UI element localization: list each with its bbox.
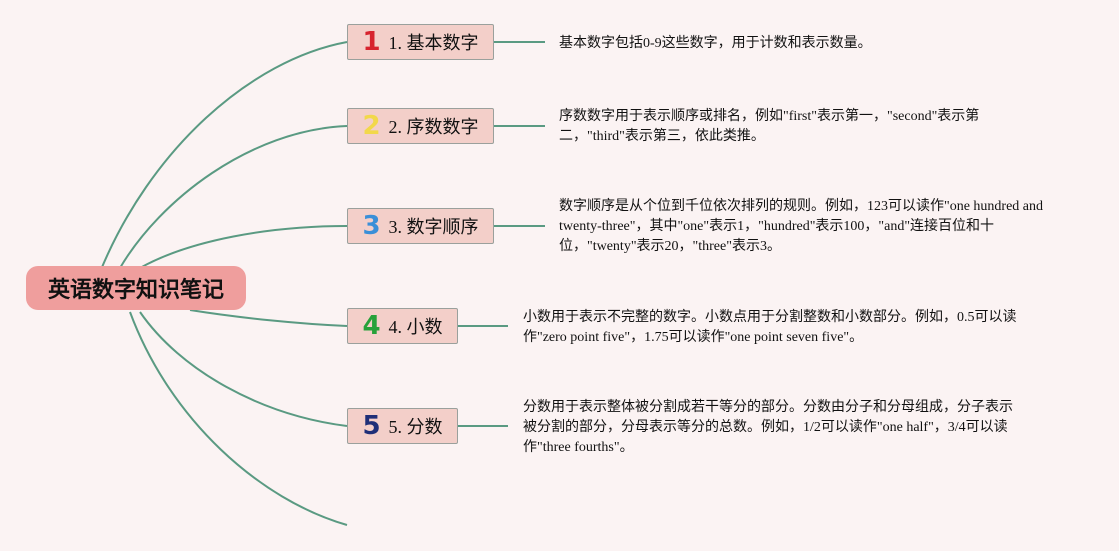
note-number-order: 数字顺序是从个位到千位依次排列的规则。例如，123可以读作"one hundre…	[559, 199, 1044, 254]
branch-line-5	[139, 311, 348, 427]
note-fractions: 分数用于表示整体被分割成若干等分的部分。分数由分子和分母组成，分子表示被分割的部…	[523, 400, 1013, 455]
topic-ordinal-numbers[interactable]: 2 2. 序数数字	[347, 108, 494, 144]
number-3-icon: 3	[362, 211, 381, 241]
note-ordinal-numbers: 序数数字用于表示顺序或排名，例如"first"表示第一，"second"表示第二…	[559, 109, 980, 144]
number-1-icon: 1	[362, 27, 381, 57]
number-4-icon: 4	[362, 311, 381, 341]
branch-line-6	[129, 311, 348, 526]
branch-line-1	[99, 41, 348, 273]
topic-number-order[interactable]: 3 3. 数字顺序	[347, 208, 494, 244]
topic-label: 3. 数字顺序	[388, 217, 479, 237]
root-topic[interactable]: 英语数字知识笔记	[26, 266, 246, 310]
number-2-icon: 2	[362, 111, 381, 141]
topic-label: 5. 分数	[388, 417, 443, 437]
branch-line-4	[189, 309, 348, 327]
topic-basic-numbers[interactable]: 1 1. 基本数字	[347, 24, 494, 60]
note-decimals: 小数用于表示不完整的数字。小数点用于分割整数和小数部分。例如，0.5可以读作"z…	[523, 310, 1017, 345]
topic-label: 4. 小数	[388, 317, 443, 337]
topic-fractions[interactable]: 5 5. 分数	[347, 408, 458, 444]
number-5-icon: 5	[362, 411, 381, 441]
note-basic-numbers: 基本数字包括0-9这些数字，用于计数和表示数量。	[559, 36, 872, 51]
topic-label: 2. 序数数字	[388, 117, 479, 137]
topic-decimals[interactable]: 4 4. 小数	[347, 308, 458, 344]
branch-line-2	[119, 125, 348, 269]
branch-line-3	[139, 225, 348, 269]
topic-label: 1. 基本数字	[388, 33, 479, 53]
